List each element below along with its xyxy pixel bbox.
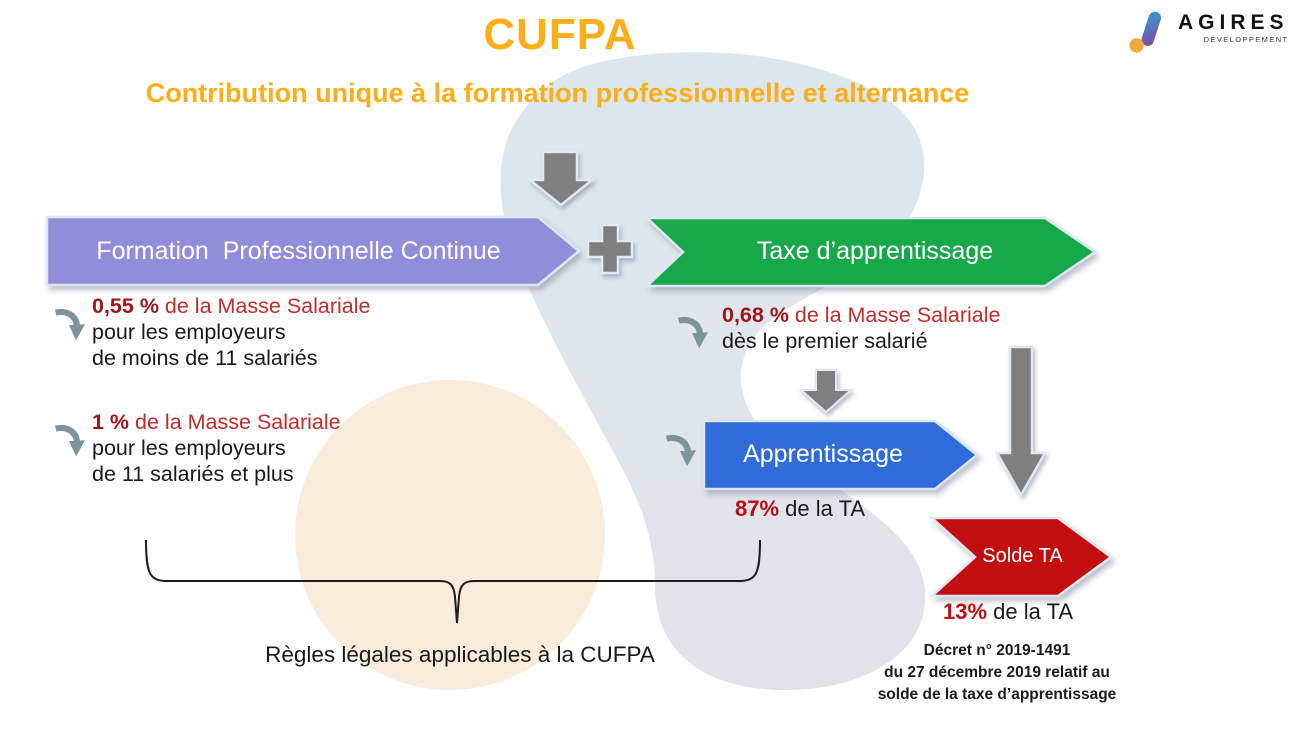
down-arrow-icon <box>526 150 596 207</box>
agires-logo-icon <box>1129 11 1162 53</box>
decret-note: Décret n° 2019-1491 du 27 décembre 2019 … <box>853 640 1141 706</box>
share-percent: 13% <box>943 599 988 624</box>
taxe-apprentissage-banner-shape <box>643 216 1098 288</box>
rate-line-2: pour les employeurs <box>92 436 286 460</box>
solde-ta-banner-shape <box>928 516 1114 598</box>
logo-tagline: DÉVELOPPEMENT <box>1203 35 1289 44</box>
decret-line-1: Décret n° 2019-1491 <box>923 642 1071 659</box>
share-suffix: de la TA <box>785 496 866 521</box>
rate-line-2: dès le premier salarié <box>722 329 928 353</box>
brace-label: Règles légales applicables à la CUFPA <box>265 642 655 667</box>
solde-ta-banner: Solde TA <box>928 516 1116 599</box>
curved-arrow-icon <box>677 316 708 349</box>
curved-arrow-icon <box>54 424 85 457</box>
rate-line-1: 0,68 % de la Masse Salariale <box>722 303 1001 327</box>
page-title: CUFPA <box>483 10 637 59</box>
apprentissage-share: 87% de la TA <box>735 496 865 522</box>
rate-line-1: 1 % de la Masse Salariale <box>92 410 341 434</box>
page-subtitle: Contribution unique à la formation profe… <box>145 78 970 108</box>
fpc-rate-large-employers: 1 % de la Masse Salariale pour les emplo… <box>92 409 341 487</box>
taxe-apprentissage-banner-label: Taxe d’apprentissage <box>756 237 994 265</box>
share-percent: 87% <box>735 496 780 521</box>
decret-line-3: solde de la taxe d’apprentissage <box>877 686 1117 703</box>
agires-logo: AGIRES DÉVELOPPEMENT <box>1128 8 1289 56</box>
share-suffix: de la TA <box>993 599 1074 624</box>
fpc-banner: Formation Professionnelle Continue <box>45 215 582 288</box>
agires-logo-text: AGIRES DÉVELOPPEMENT <box>1178 11 1289 45</box>
solde-ta-share: 13% de la TA <box>943 599 1073 625</box>
fpc-banner-label: Formation Professionnelle Continue <box>96 237 501 265</box>
curved-arrow-icon <box>54 308 85 341</box>
logo-brand: AGIRES <box>1178 11 1289 34</box>
rate-line-3: de 11 salariés et plus <box>92 462 294 486</box>
plus-icon <box>586 223 634 275</box>
fpc-rate-small-employers: 0,55 % de la Masse Salariale pour les em… <box>92 293 370 371</box>
ta-rate: 0,68 % de la Masse Salariale dès le prem… <box>722 302 1000 354</box>
fpc-banner-shape <box>45 215 581 287</box>
rate-line-3: de moins de 11 salariés <box>92 346 318 370</box>
apprentissage-banner: Apprentissage <box>702 419 979 491</box>
decret-line-2: du 27 décembre 2019 relatif au <box>884 664 1110 681</box>
long-down-arrow-icon <box>994 345 1048 498</box>
curved-arrow-icon <box>665 434 696 467</box>
apprentissage-banner-label: Apprentissage <box>743 440 903 468</box>
rate-line-2: pour les employeurs <box>92 320 286 344</box>
rate-line-1: 0,55 % de la Masse Salariale <box>92 294 371 318</box>
solde-ta-banner-label: Solde TA <box>982 545 1063 567</box>
down-arrow-icon <box>798 369 854 414</box>
brace <box>145 539 761 624</box>
taxe-apprentissage-banner: Taxe d’apprentissage <box>643 216 1100 288</box>
apprentissage-banner-shape <box>702 419 979 491</box>
